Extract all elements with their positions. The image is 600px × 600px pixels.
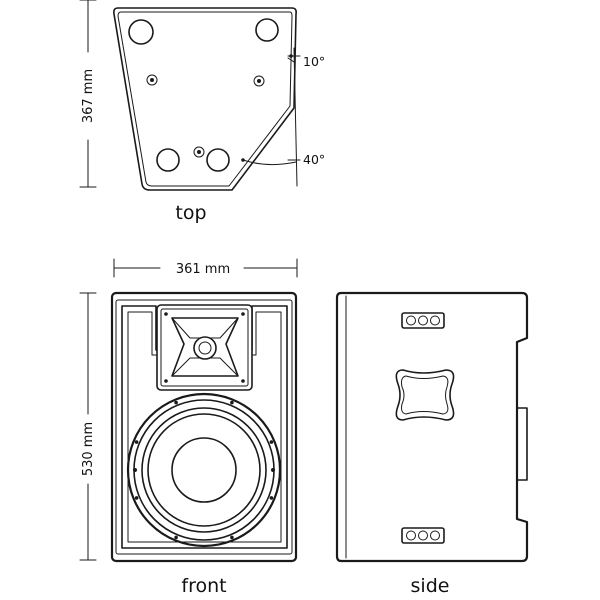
woofer-screw	[174, 535, 178, 540]
top-view-outline	[113, 7, 297, 191]
woofer-screw	[134, 496, 139, 500]
rigging-plate	[401, 527, 445, 544]
angle-arc-lower	[242, 159, 297, 166]
top-foot-hole-bottom-left	[156, 148, 180, 172]
view-label-front: front	[181, 575, 226, 597]
side-pole-socket	[516, 407, 528, 481]
rigging-bolt	[418, 315, 428, 326]
horn-screw	[164, 312, 168, 316]
top-fitting-right	[253, 75, 265, 87]
angle-arc-upper	[287, 57, 295, 63]
top-fitting-bottom-center	[197, 150, 201, 154]
side-cabinet-outline	[335, 291, 529, 563]
front-fixing-right	[271, 468, 275, 472]
depth-dim-label: 367 mm	[81, 69, 96, 123]
front-cabinet-outline	[110, 291, 298, 563]
rigging-bolt	[406, 315, 416, 326]
front-baffle-outline	[121, 305, 288, 549]
woofer-gasket	[133, 399, 275, 541]
view-label-top: top	[175, 202, 206, 224]
horn-screw	[164, 379, 168, 383]
top-view: 10° 40°	[113, 7, 325, 191]
rigging-bolt	[418, 530, 428, 541]
woofer-surround-outer	[141, 407, 267, 533]
top-foot-hole-bottom-right	[206, 148, 230, 172]
angle-label-upper: 10°	[303, 54, 325, 69]
side-handle-inner	[401, 375, 449, 415]
woofer-surround-inner	[147, 413, 261, 527]
angle-label-lower: 40°	[303, 152, 325, 167]
height-dim-label: 530 mm	[81, 422, 96, 476]
woofer-screw	[134, 440, 139, 444]
woofer-frame	[126, 392, 282, 548]
horn-tweeter	[156, 304, 253, 391]
woofer-dust-cap	[171, 437, 237, 503]
angle-marker-upper	[289, 54, 293, 58]
front-fixing-left	[133, 468, 137, 472]
width-dim-label: 361 mm	[176, 262, 230, 277]
top-foot-hole-left	[128, 19, 154, 45]
woofer-screw	[230, 535, 234, 540]
top-fitting-bottom	[193, 146, 205, 158]
top-foot-hole-right	[255, 18, 279, 42]
top-fitting-left-center	[150, 78, 154, 82]
woofer-screw	[269, 440, 274, 444]
horn-throat	[193, 336, 217, 360]
front-grille-frame	[115, 299, 293, 555]
top-fitting-left	[146, 74, 158, 86]
height-dimension: 530 mm	[79, 292, 97, 561]
view-label-side: side	[411, 575, 450, 597]
horn-flange-inner	[160, 308, 249, 387]
horn-screw	[241, 312, 245, 316]
woofer-screw	[174, 400, 178, 405]
depth-dimension: 367 mm	[79, 0, 97, 188]
woofer-screw	[269, 496, 274, 500]
top-fitting-right-center	[257, 79, 261, 83]
side-rigging-top	[401, 312, 445, 329]
rigging-bolt	[430, 530, 440, 541]
woofer-screw	[230, 400, 234, 405]
side-view	[335, 291, 529, 563]
horn-throat-inner	[198, 341, 212, 355]
rigging-plate	[401, 312, 445, 329]
width-dimension: 361 mm	[113, 258, 298, 278]
angle-guide-upper	[293, 47, 298, 187]
side-handle	[395, 369, 455, 421]
rigging-bolt	[406, 530, 416, 541]
top-view-inner-outline	[117, 11, 293, 187]
horn-screw	[241, 379, 245, 383]
front-view	[110, 291, 298, 563]
side-rigging-bottom	[401, 527, 445, 544]
woofer	[126, 392, 282, 548]
angle-marker-lower	[241, 158, 245, 162]
woofer-screws	[134, 400, 274, 540]
rigging-bolt	[430, 315, 440, 326]
